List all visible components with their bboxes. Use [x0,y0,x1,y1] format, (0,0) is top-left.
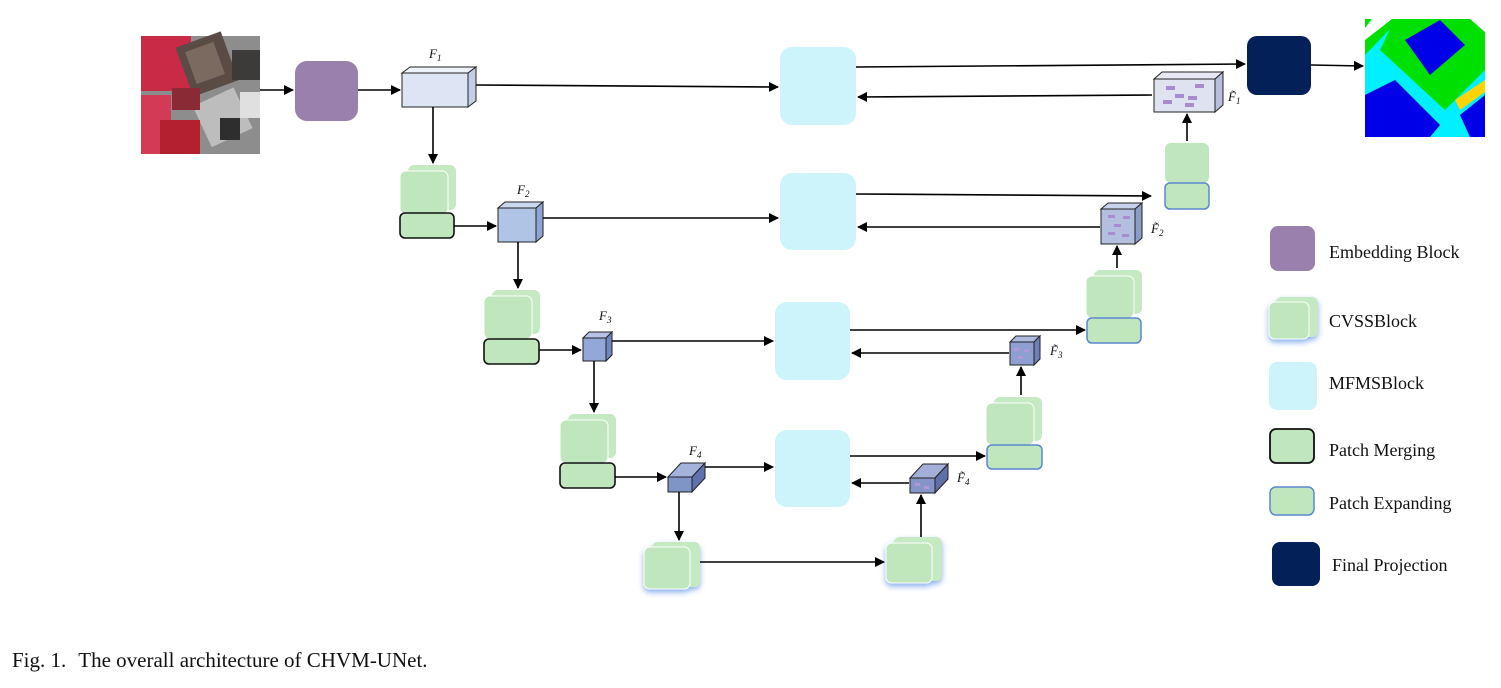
encoder-stage-1 [399,165,456,239]
mfms-block-2 [780,173,856,250]
legend-swatch-final-projection [1272,542,1320,586]
connections [260,59,1364,567]
patch-expanding [1086,317,1142,344]
label-f2-tilde: F̃2 [1150,221,1164,238]
caption-label: Fig. 1. [12,648,67,672]
embedding-block [295,61,358,121]
patch-expanding [986,444,1043,470]
label-f3-tilde: F̃3 [1049,343,1063,360]
legend-swatch-patch-expanding [1269,486,1315,516]
mfms-block-4 [775,430,850,507]
input-image [141,31,260,154]
label-f4-tilde: F̃4 [956,470,970,487]
cube-f3-tilde [1008,334,1042,367]
label-f4: F4 [688,443,702,460]
cube-f2-tilde [1099,201,1144,246]
cube-f1-tilde [1152,70,1225,114]
decoder-stage-2 [1085,270,1142,344]
encoder-stage-3 [559,414,616,489]
label-f1: F1 [428,46,441,63]
patch-expanding [1164,182,1210,210]
legend-swatch-cvss [1268,297,1318,340]
mfms-block-3 [775,302,850,380]
cube-f3 [581,330,614,363]
figure-caption: Fig. 1. The overall architecture of CHVM-… [12,648,440,673]
label-f2: F2 [516,182,530,199]
output-segmentation-map [1365,19,1485,137]
cube-f2 [496,200,545,244]
encoder-stage-2 [483,290,540,365]
cube-f1 [400,66,478,108]
legend-swatch-patch-merging [1269,428,1315,464]
legend-label-patch-merging: Patch Merging [1329,440,1435,460]
caption-text: The overall architecture of CHVM-UNet. [78,648,428,672]
label-f1-tilde: F̃1 [1227,89,1240,106]
patch-merging [559,462,616,489]
bottleneck-cvss-left [643,542,700,590]
label-f3: F3 [598,308,612,325]
legend-label-cvss: CVSSBlock [1329,311,1417,331]
cube-f4-tilde [908,462,950,495]
patch-merging [483,338,540,365]
decoder-stage-1 [1164,143,1210,210]
bottleneck-cvss-right [885,537,942,584]
legend-label-patch-expanding: Patch Expanding [1329,493,1451,513]
patch-merging [399,212,455,239]
final-projection-block [1247,36,1311,95]
legend-label-mfms: MFMSBlock [1329,373,1424,393]
cube-f4 [666,461,707,494]
legend-swatch-mfms [1269,362,1317,410]
legend-label-final-projection: Final Projection [1332,555,1448,575]
legend-label-embedding: Embedding Block [1329,242,1459,262]
legend-swatch-embedding [1270,226,1315,271]
decoder-stage-3 [985,397,1043,470]
legend: Embedding Block CVSSBlock MFMSBlock Patc… [1268,226,1459,586]
mfms-block-1 [780,47,856,125]
